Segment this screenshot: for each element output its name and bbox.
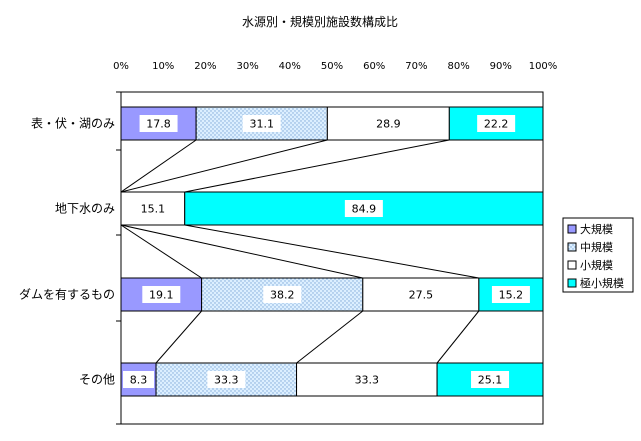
data-label-box	[369, 115, 408, 132]
category-label: ダムを有するもの	[19, 287, 115, 302]
legend-label: 大規模	[580, 222, 613, 236]
series-line	[120, 224, 363, 279]
data-label-box	[347, 371, 386, 388]
x-tick-label: 70%	[405, 61, 427, 72]
x-tick-label: 10%	[152, 61, 174, 72]
data-label-box	[123, 371, 155, 388]
data-label-box	[477, 115, 516, 132]
plot-area	[120, 91, 544, 425]
data-label: 33.3	[355, 374, 380, 387]
legend-swatch	[567, 260, 577, 270]
data-label: 15.2	[499, 289, 524, 302]
series-line	[155, 310, 202, 364]
category-label: 地下水のみ	[55, 202, 115, 216]
data-label: 19.1	[149, 289, 174, 302]
data-label: 38.2	[270, 289, 295, 302]
data-label: 25.1	[478, 374, 503, 387]
category-label: 表・伏・湖のみ	[31, 116, 115, 131]
x-tick-label: 0%	[113, 61, 129, 72]
bars: 17.8 31.1 28.9 22.2 15.1 84.9 19.1 38.2 27.5 15.2…	[120, 106, 544, 397]
data-label-box	[133, 200, 172, 217]
x-tick-label: 50%	[321, 61, 343, 72]
x-tick-label: 60%	[363, 61, 385, 72]
series-line	[184, 224, 479, 279]
x-tick-label: 40%	[279, 61, 301, 72]
legend-label: 小規模	[580, 258, 613, 272]
x-tick-label: 90%	[490, 61, 512, 72]
data-label-box	[344, 200, 383, 217]
x-tick-label: 100%	[529, 61, 558, 72]
data-label: 33.3	[214, 374, 239, 387]
data-label-box	[263, 286, 302, 303]
data-label: 17.8	[146, 118, 171, 131]
data-label-box	[142, 286, 181, 303]
legend-label: 中規模	[580, 240, 613, 254]
chart-title: 水源別・規模別施設数構成比	[242, 14, 398, 29]
x-tick-label: 20%	[194, 61, 216, 72]
series-line	[120, 139, 197, 193]
legend-swatch	[567, 278, 577, 288]
legend-swatch	[567, 224, 577, 234]
data-label: 15.1	[141, 203, 166, 216]
data-label-box	[242, 115, 281, 132]
x-tick-label: 80%	[447, 61, 469, 72]
data-label-box	[139, 115, 178, 132]
series-line	[296, 310, 364, 364]
data-label: 28.9	[376, 118, 401, 131]
data-label-box	[471, 371, 510, 388]
data-label: 22.2	[484, 118, 509, 131]
bar-segment	[296, 362, 438, 397]
series-lines	[120, 139, 480, 364]
data-label-box	[207, 371, 246, 388]
plot-border	[120, 91, 544, 425]
data-label-box	[491, 286, 530, 303]
data-label: 27.5	[409, 289, 434, 302]
legend-swatch	[567, 242, 577, 252]
x-tick-label: 30%	[236, 61, 258, 72]
data-label: 84.9	[352, 203, 377, 216]
data-label: 8.3	[130, 374, 148, 387]
series-line	[184, 139, 450, 193]
category-label: その他	[79, 373, 115, 387]
series-line	[436, 310, 480, 364]
series-line	[120, 139, 328, 193]
series-line	[120, 224, 202, 279]
x-axis: 0% 10% 20% 30% 40% 50% 60% 70% 80% 90% 100%	[113, 61, 557, 72]
legend-label: 極小規模	[580, 276, 624, 290]
data-label: 31.1	[249, 118, 274, 131]
data-label-box	[401, 286, 440, 303]
